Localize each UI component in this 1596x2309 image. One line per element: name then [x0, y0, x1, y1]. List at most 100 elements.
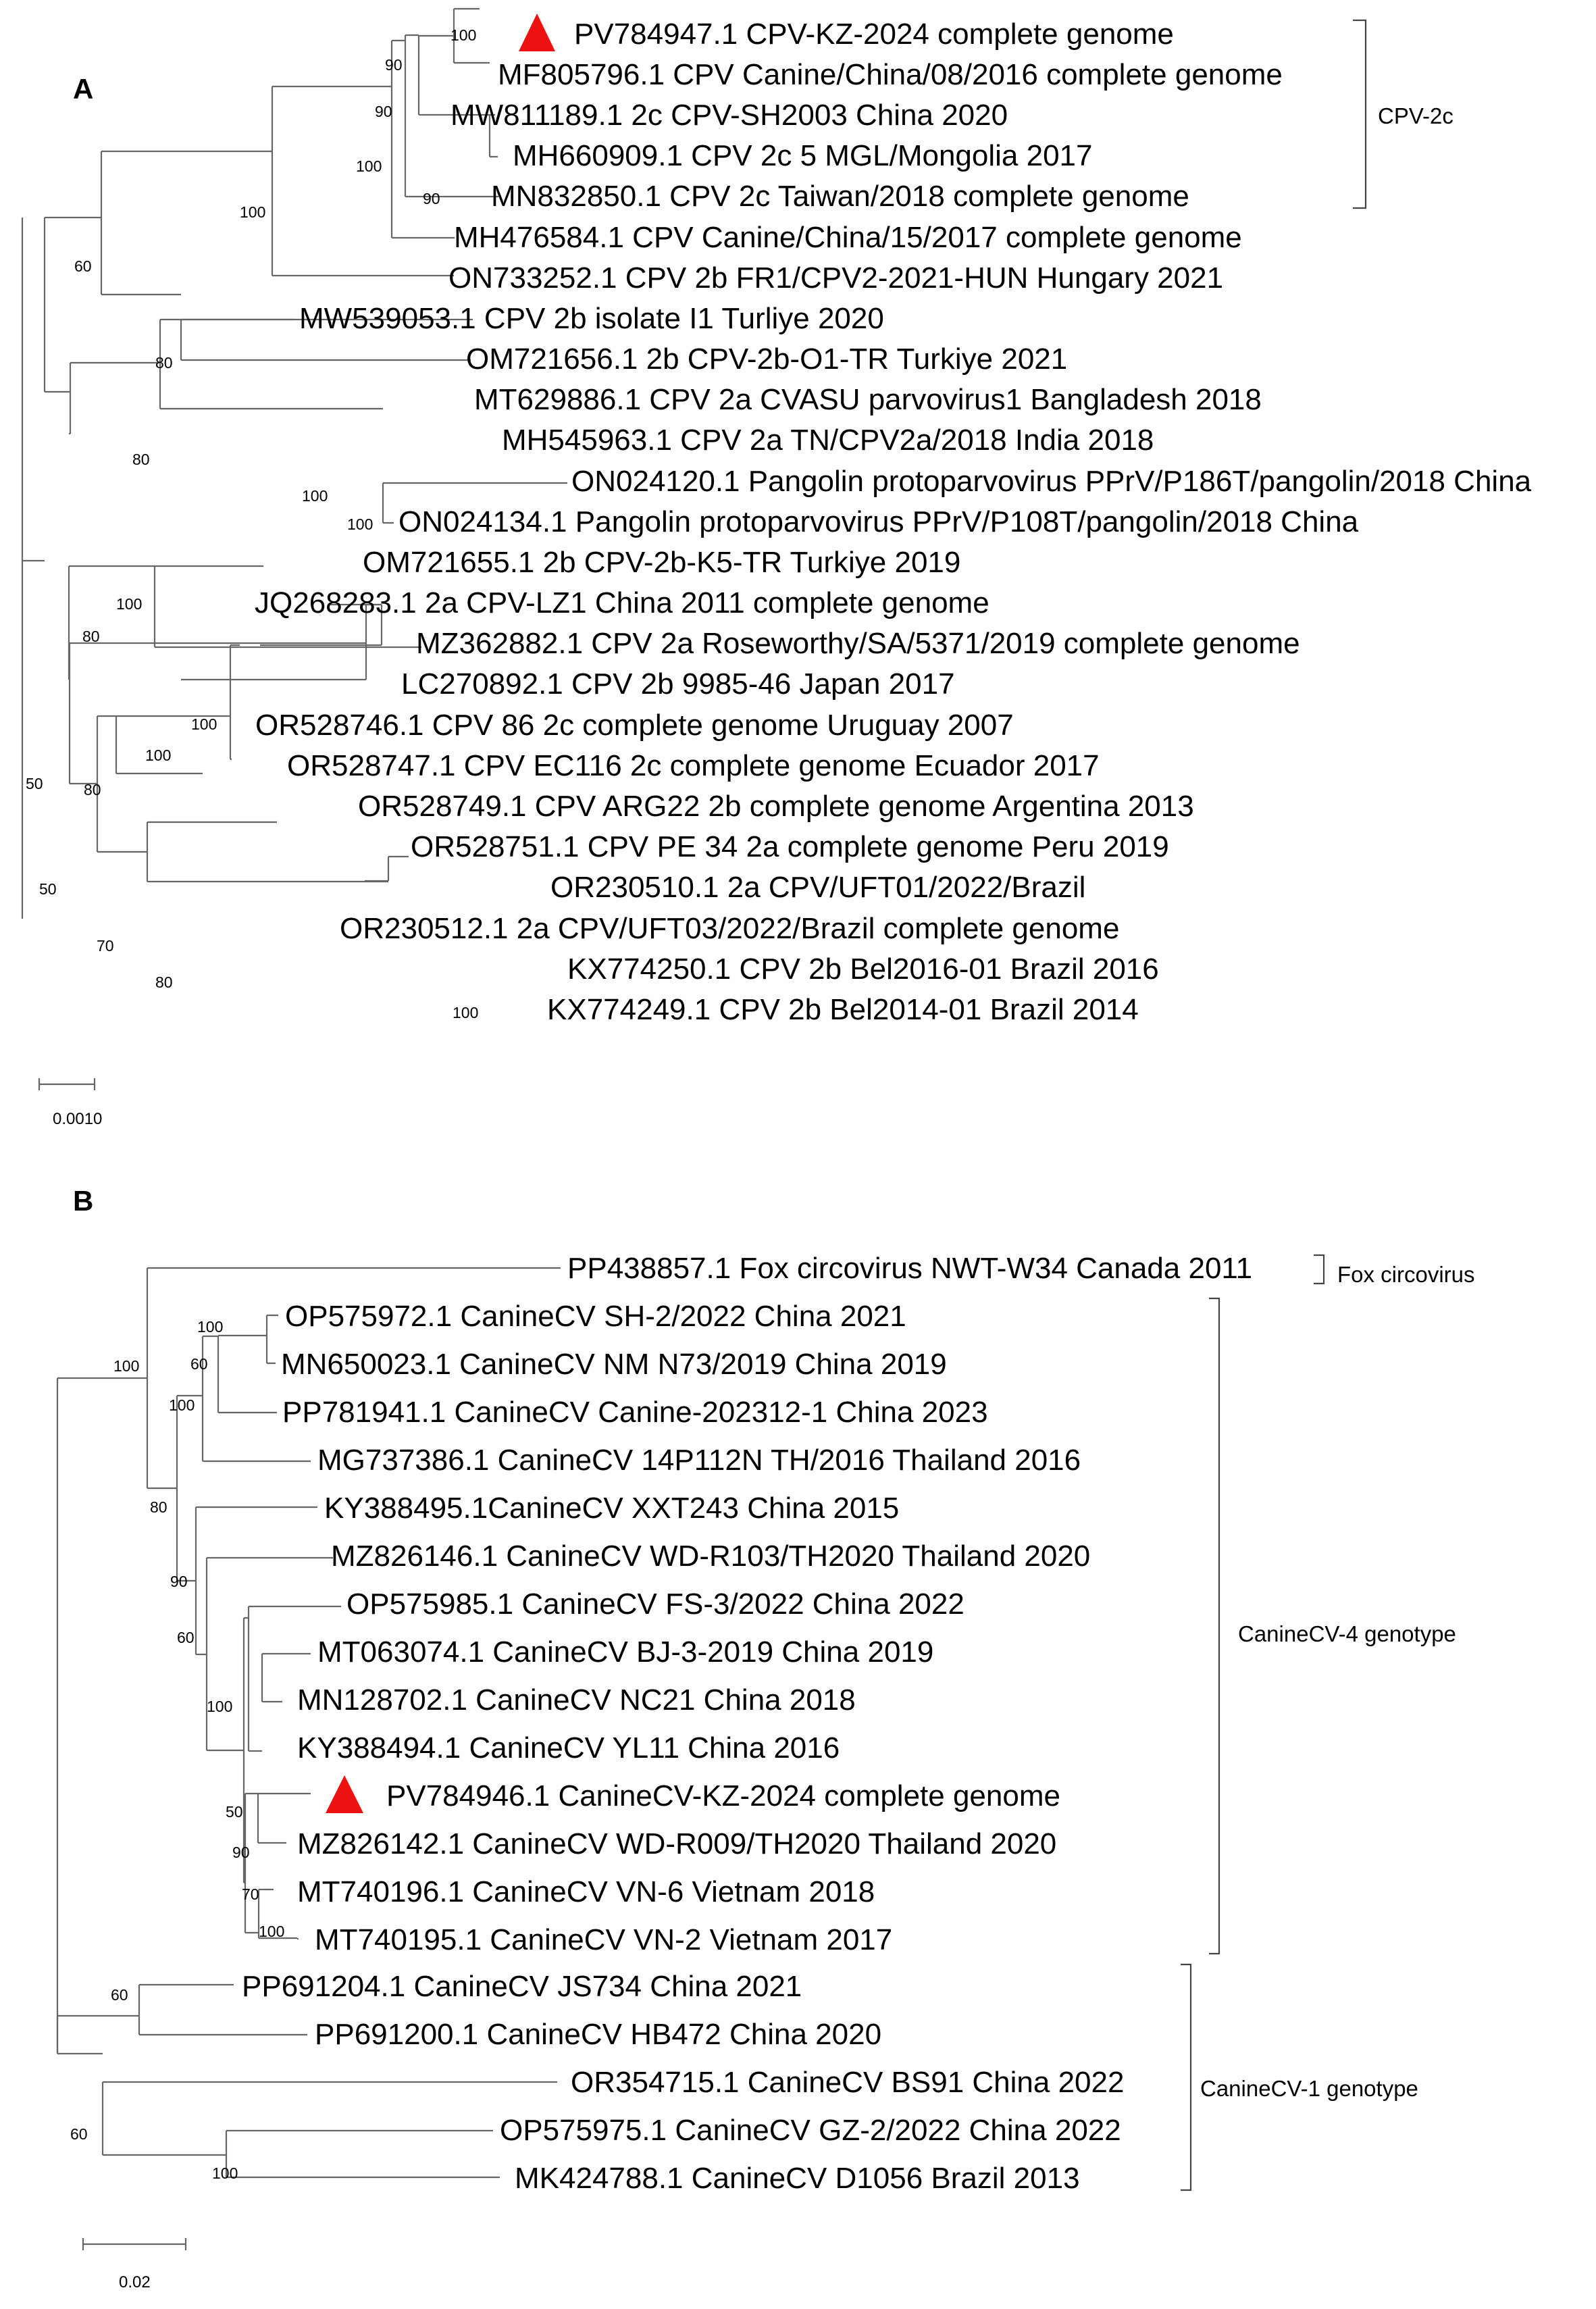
taxon-label: MK424788.1 CanineCV D1056 Brazil 2013 — [515, 2162, 1080, 2195]
taxon-label: MN128702.1 CanineCV NC21 China 2018 — [297, 1683, 856, 1717]
bootstrap-value: 90 — [375, 103, 392, 120]
scale-bar-label-a: 0.0010 — [53, 1110, 102, 1128]
scale-bar-b: 0.02 — [82, 2238, 187, 2291]
taxon-label: OR354715.1 CanineCV BS91 China 2022 — [571, 2066, 1124, 2099]
taxon-label: PP691204.1 CanineCV JS734 China 2021 — [242, 1970, 802, 2003]
taxon-label: PP691200.1 CanineCV HB472 China 2020 — [315, 2018, 881, 2051]
clade-bracket-caninecv4 — [1209, 1297, 1220, 1955]
bootstrap-value: 90 — [232, 1844, 250, 1861]
bootstrap-value: 60 — [190, 1355, 208, 1373]
taxon-label: ON733252.1 CPV 2b FR1/CPV2-2021-HUN Hung… — [448, 261, 1223, 295]
taxon-label: MT740196.1 CanineCV VN-6 Vietnam 2018 — [297, 1875, 875, 1908]
tree-branches-b — [56, 1267, 561, 2179]
bootstrap-values-a: 100 90 90 100 90 100 60 80 80 100 100 10… — [26, 26, 478, 1021]
taxon-label: OP575975.1 CanineCV GZ-2/2022 China 2022 — [500, 2114, 1121, 2147]
taxon-label: OR528749.1 CPV ARG22 2b complete genome … — [358, 790, 1194, 823]
clade-label-caninecv1: CanineCV-1 genotype — [1200, 2076, 1418, 2101]
bootstrap-value: 100 — [197, 1318, 223, 1336]
bootstrap-value: 100 — [116, 595, 142, 613]
taxon-label: OP575972.1 CanineCV SH-2/2022 China 2021 — [285, 1300, 906, 1333]
scale-bar-label-b: 0.02 — [119, 2273, 151, 2291]
bootstrap-value: 100 — [451, 26, 476, 44]
bootstrap-value: 80 — [82, 628, 100, 645]
triangle-marker-icon — [519, 14, 555, 51]
taxon-label: MF805796.1 CPV Canine/China/08/2016 comp… — [498, 58, 1283, 91]
taxon-label: OP575985.1 CanineCV FS-3/2022 China 2022 — [346, 1588, 964, 1621]
taxon-label: OM721655.1 2b CPV-2b-K5-TR Turkiye 2019 — [363, 546, 960, 579]
taxon-label: ON024134.1 Pangolin protoparvovirus PPrV… — [398, 505, 1359, 538]
bootstrap-value: 100 — [302, 487, 328, 505]
scale-bar-a: 0.0010 — [38, 1078, 102, 1128]
clade-label-cpv2c: CPV-2c — [1378, 103, 1453, 128]
taxon-label: PV784946.1 CanineCV-KZ-2024 complete gen… — [386, 1779, 1060, 1812]
clade-bracket-fox-circovirus — [1314, 1254, 1325, 1285]
bootstrap-value: 100 — [191, 715, 217, 733]
bootstrap-value: 80 — [150, 1498, 168, 1516]
tree-branches-a — [21, 7, 567, 919]
bootstrap-value: 100 — [145, 746, 171, 764]
taxon-label: OM721656.1 2b CPV-2b-O1-TR Turkiye 2021 — [466, 342, 1067, 376]
taxon-label: PP781941.1 CanineCV Canine-202312-1 Chin… — [282, 1396, 988, 1429]
taxon-label: MN650023.1 CanineCV NM N73/2019 China 20… — [281, 1348, 947, 1381]
taxon-label: MT740195.1 CanineCV VN-2 Vietnam 2017 — [315, 1923, 892, 1956]
bootstrap-value: 70 — [242, 1885, 259, 1903]
bootstrap-value: 100 — [207, 1698, 232, 1715]
bootstrap-value: 50 — [39, 880, 57, 898]
bootstrap-value: 100 — [453, 1004, 478, 1021]
taxon-label: KY388495.1CanineCV XXT243 China 2015 — [324, 1492, 899, 1525]
taxon-label: MT629886.1 CPV 2a CVASU parvovirus1 Bang… — [474, 383, 1262, 416]
taxon-label: KY388494.1 CanineCV YL11 China 2016 — [297, 1731, 840, 1765]
panel-label-a: A — [73, 73, 93, 105]
bootstrap-value: 50 — [226, 1803, 243, 1821]
taxon-label: KX774249.1 CPV 2b Bel2014-01 Brazil 2014 — [547, 993, 1139, 1026]
taxon-label: OR528746.1 CPV 86 2c complete genome Uru… — [255, 709, 1014, 742]
taxon-label: MH660909.1 CPV 2c 5 MGL/Mongolia 2017 — [513, 139, 1093, 172]
taxon-label: MT063074.1 CanineCV BJ-3-2019 China 2019 — [317, 1635, 933, 1669]
taxon-label: OR230512.1 2a CPV/UFT03/2022/Brazil comp… — [340, 912, 1119, 945]
taxon-label: OR528747.1 CPV EC116 2c complete genome … — [287, 749, 1100, 782]
bootstrap-value: 80 — [155, 354, 173, 372]
taxon-label: MH545963.1 CPV 2a TN/CPV2a/2018 India 20… — [502, 424, 1154, 457]
bootstrap-value: 100 — [347, 515, 373, 533]
bootstrap-value: 90 — [385, 56, 403, 74]
taxa-b: PP438857.1 Fox circovirus NWT-W34 Canada… — [242, 1252, 1252, 2195]
clade-label-caninecv4: CanineCV-4 genotype — [1238, 1621, 1456, 1646]
taxon-label: ON024120.1 Pangolin protoparvovirus PPrV… — [571, 465, 1532, 498]
taxon-label: JQ268283.1 2a CPV-LZ1 China 2011 complet… — [255, 586, 989, 619]
bootstrap-value: 100 — [113, 1357, 139, 1375]
panel-b: B Fox circo — [56, 1185, 1475, 2291]
taxon-label: MZ362882.1 CPV 2a Roseworthy/SA/5371/201… — [416, 627, 1300, 660]
bootstrap-value: 60 — [74, 257, 92, 275]
bootstrap-value: 60 — [111, 1986, 128, 2004]
clade-bracket-cpv2c — [1353, 19, 1367, 209]
bootstrap-value: 100 — [356, 157, 382, 175]
taxa-a: PV784947.1 CPV-KZ-2024 complete genome M… — [255, 14, 1532, 1026]
taxon-label: MN832850.1 CPV 2c Taiwan/2018 complete g… — [491, 180, 1189, 213]
taxon-label: MW539053.1 CPV 2b isolate I1 Turliye 202… — [299, 302, 884, 335]
bootstrap-value: 90 — [423, 190, 440, 207]
panel-label-b: B — [73, 1185, 93, 1217]
bootstrap-value: 80 — [84, 781, 101, 798]
taxon-label: PP438857.1 Fox circovirus NWT-W34 Canada… — [567, 1252, 1252, 1285]
clade-label-fox-circovirus: Fox circovirus — [1337, 1262, 1475, 1287]
bootstrap-value: 90 — [170, 1573, 188, 1590]
bootstrap-value: 60 — [70, 2125, 88, 2143]
taxon-label: MZ826146.1 CanineCV WD-R103/TH2020 Thail… — [331, 1540, 1090, 1573]
taxon-label: MH476584.1 CPV Canine/China/15/2017 comp… — [454, 221, 1242, 254]
bootstrap-value: 100 — [169, 1396, 195, 1414]
taxon-label: OR528751.1 CPV PE 34 2a complete genome … — [411, 830, 1169, 863]
taxon-label: MW811189.1 2c CPV-SH2003 China 2020 — [451, 99, 1008, 132]
bootstrap-value: 100 — [259, 1923, 284, 1940]
bootstrap-value: 70 — [97, 937, 114, 955]
bootstrap-value: 100 — [240, 203, 265, 221]
taxon-label: LC270892.1 CPV 2b 9985-46 Japan 2017 — [401, 667, 955, 701]
taxon-label: PV784947.1 CPV-KZ-2024 complete genome — [574, 18, 1174, 51]
bootstrap-value: 80 — [155, 973, 173, 991]
taxon-label: MG737386.1 CanineCV 14P112N TH/2016 Thai… — [317, 1444, 1081, 1477]
bootstrap-values-b: 100 100 60 100 80 90 60 100 50 90 70 100… — [70, 1318, 284, 2182]
bootstrap-value: 80 — [132, 451, 150, 468]
bootstrap-value: 100 — [212, 2164, 238, 2182]
taxon-label: OR230510.1 2a CPV/UFT01/2022/Brazil — [550, 871, 1085, 904]
taxon-label: MZ826142.1 CanineCV WD-R009/TH2020 Thail… — [297, 1827, 1056, 1860]
